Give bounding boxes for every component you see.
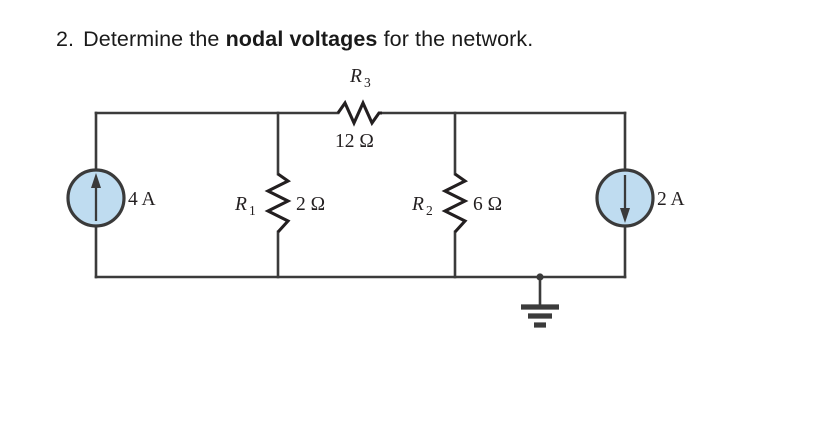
problem-text-before: Determine the bbox=[83, 27, 226, 51]
resistor-r1-ref-subscript: 1 bbox=[249, 203, 256, 218]
circuit-diagram: R 1 2 Ω R 2 6 Ω R 3 12 Ω bbox=[0, 55, 832, 375]
ground-symbol-icon bbox=[521, 273, 559, 328]
up-arrow-icon bbox=[91, 173, 101, 188]
resistor-r2-ref-letter: R bbox=[411, 194, 424, 215]
down-arrow-icon bbox=[620, 208, 630, 223]
resistor-r1-value: 2 Ω bbox=[296, 194, 325, 215]
resistor-r3-value: 12 Ω bbox=[335, 131, 374, 152]
resistor-r2-ref-subscript: 2 bbox=[426, 203, 433, 218]
current-source-left bbox=[66, 168, 126, 228]
problem-number: 2. bbox=[56, 27, 75, 51]
resistor-r2-value: 6 Ω bbox=[473, 194, 502, 215]
current-source-right-value: 2 A bbox=[657, 189, 685, 210]
resistor-r1-ref-letter: R bbox=[234, 194, 247, 215]
resistor-r2-zigzag bbox=[441, 172, 469, 234]
resistor-r3-ref-letter: R bbox=[349, 66, 362, 87]
circuit-svg: R 1 2 Ω R 2 6 Ω R 3 12 Ω bbox=[66, 66, 685, 328]
problem-statement: 2. Determine the nodal voltages for the n… bbox=[56, 24, 776, 54]
problem-emphasis: nodal voltages bbox=[225, 27, 378, 51]
current-source-right bbox=[595, 168, 655, 228]
resistor-r3-ref-subscript: 3 bbox=[364, 75, 371, 90]
resistor-r1-zigzag bbox=[264, 172, 292, 234]
resistor-r3-zigzag bbox=[336, 99, 382, 127]
problem-text-after: for the network. bbox=[377, 27, 534, 51]
current-source-left-value: 4 A bbox=[128, 189, 156, 210]
